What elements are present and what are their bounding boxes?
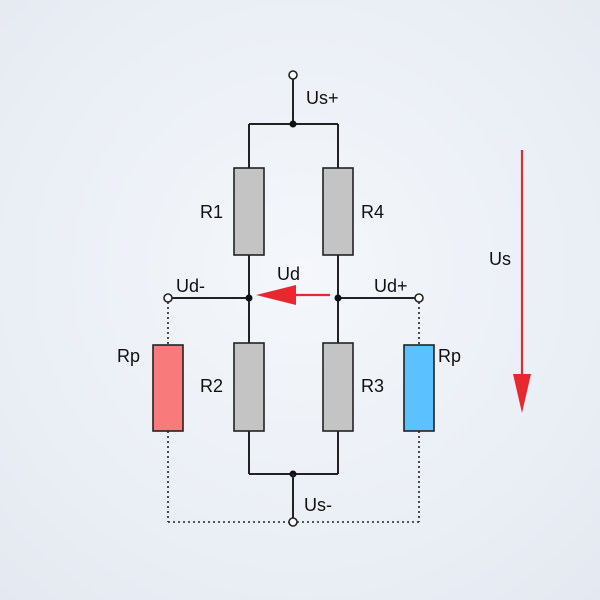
label-rp-right: Rp xyxy=(438,346,461,366)
node-top xyxy=(289,120,297,128)
label-ud-plus: Ud+ xyxy=(374,276,408,296)
resistor-r2 xyxy=(233,342,265,432)
label-ud-minus: Ud- xyxy=(176,276,205,296)
label-ud: Ud xyxy=(277,264,300,284)
resistor-r3 xyxy=(322,342,354,432)
resistor-rp-left xyxy=(152,344,184,432)
terminal-us-plus xyxy=(288,70,298,80)
node-right-mid xyxy=(334,294,342,302)
node-left-mid xyxy=(245,294,253,302)
resistor-r4 xyxy=(322,167,354,256)
label-r1: R1 xyxy=(200,202,223,222)
label-r2: R2 xyxy=(200,376,223,396)
label-r3: R3 xyxy=(361,376,384,396)
terminal-us-minus xyxy=(288,517,298,527)
label-us: Us xyxy=(489,249,511,269)
label-r4: R4 xyxy=(361,202,384,222)
resistor-rp-right xyxy=(403,344,435,432)
ud-arrow-head xyxy=(256,285,296,305)
terminal-ud-minus xyxy=(163,293,173,303)
terminal-ud-plus xyxy=(414,293,424,303)
us-arrow-head xyxy=(513,374,531,413)
label-us-plus: Us+ xyxy=(306,88,339,108)
label-us-minus: Us- xyxy=(304,495,332,515)
label-rp-left: Rp xyxy=(117,346,140,366)
resistor-r1 xyxy=(233,167,265,256)
